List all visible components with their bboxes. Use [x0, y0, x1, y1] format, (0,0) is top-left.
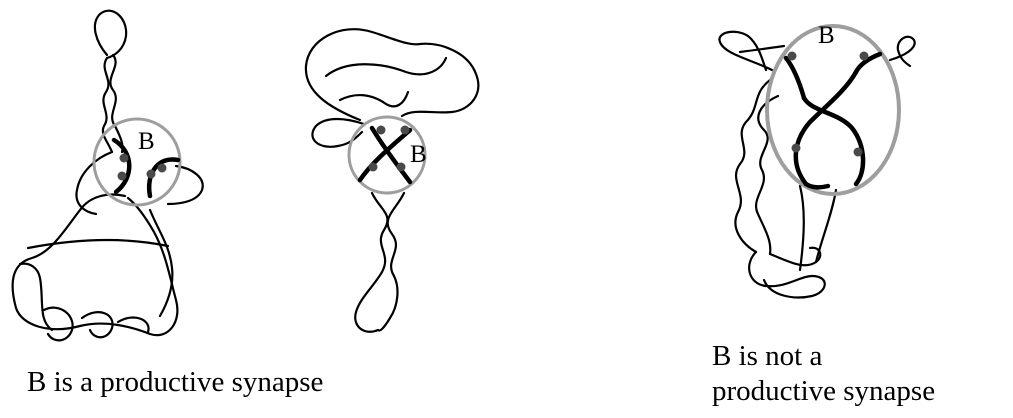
synapse-2-site-dot	[369, 163, 378, 172]
synapse-3-site-dot	[854, 148, 863, 157]
synapse-2-site-dot	[377, 126, 386, 135]
synapse-1-strand-left	[114, 140, 129, 192]
synapse-1-site-dot	[120, 154, 129, 163]
knot-2-tail-left	[355, 193, 387, 332]
synapse-2-site-dot	[401, 126, 410, 135]
caption-productive-synapse: B is a productive synapse	[27, 366, 323, 399]
synapse-2-site-dot	[397, 163, 406, 172]
synapse-3-label: B	[818, 22, 835, 49]
synapse-3-ring	[767, 26, 899, 194]
synapse-1-label: B	[138, 128, 155, 155]
synapse-3-strand-bottom	[806, 184, 828, 187]
caption-not-productive-line-1: B is not a	[712, 340, 822, 373]
knot-1-top-loop	[95, 11, 126, 58]
synapse-3-strand-left-loop	[804, 98, 863, 184]
synapse-3: B	[767, 22, 899, 194]
knot-3-top-right-loop	[890, 37, 915, 66]
synapse-3-site-dot	[788, 52, 797, 61]
synapse-2: B	[349, 117, 427, 193]
knot-2-tail-right	[378, 193, 404, 331]
synapse-2-label: B	[410, 141, 427, 168]
knot-diagram-3: B	[719, 22, 914, 297]
synapse-1-site-dot	[158, 164, 167, 173]
knot-1-stem-left	[103, 58, 112, 152]
synapse-1-site-dot	[118, 172, 127, 181]
synapse-1: B	[94, 119, 180, 205]
knot-3-lower-strand-right	[816, 190, 836, 262]
synapse-3-strand-right-loop	[796, 72, 856, 184]
synapse-3-strand-upper-left	[786, 58, 804, 98]
knot-3-top-left-tail	[740, 46, 784, 52]
knot-diagram-2: B	[306, 29, 478, 332]
knot-3-bottom-body	[749, 252, 825, 297]
knot-diagram-1: B	[13, 11, 203, 341]
caption-not-productive-line-2: productive synapse	[712, 375, 935, 408]
knot-1-inner-strand	[150, 210, 172, 316]
synapse-1-site-dot	[147, 170, 156, 179]
knot-3-lower-strand-left	[800, 186, 804, 270]
synapse-3-site-dot	[792, 144, 801, 153]
knot-2-top-inner	[326, 58, 446, 76]
knot-3-bottom-knot	[770, 248, 820, 266]
knot-1-stem-right	[110, 55, 122, 152]
synapse-3-site-dot	[860, 52, 869, 61]
knot-2-top-cross	[340, 92, 408, 106]
